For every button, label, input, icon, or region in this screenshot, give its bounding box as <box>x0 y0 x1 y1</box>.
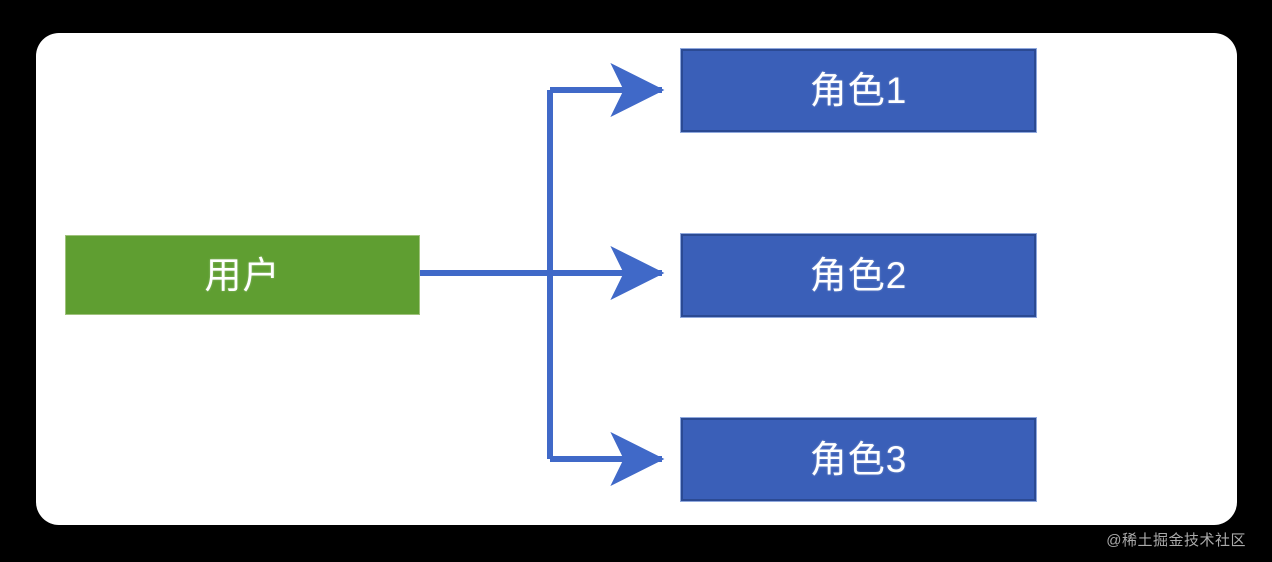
node-role2-label: 角色2 <box>809 255 908 296</box>
node-role1-label: 角色1 <box>809 70 908 111</box>
node-role1[interactable]: 角色1 <box>681 49 1036 132</box>
watermark-text: @稀土掘金技术社区 <box>1106 532 1246 549</box>
node-role3[interactable]: 角色3 <box>681 418 1036 501</box>
node-role3-label: 角色3 <box>809 439 908 480</box>
node-user-label: 用户 <box>204 254 281 296</box>
node-user[interactable]: 用户 <box>65 235 420 315</box>
node-role2[interactable]: 角色2 <box>681 234 1036 317</box>
